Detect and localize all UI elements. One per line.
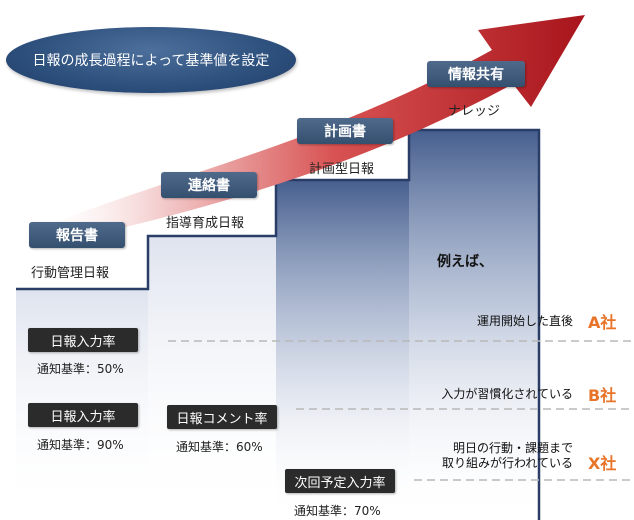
company-x-name: X社 xyxy=(588,454,617,473)
metric-value: 通知基準：90% xyxy=(37,438,124,452)
example-title: 例えば、 xyxy=(437,254,493,270)
company-b-name: B社 xyxy=(588,386,617,405)
stage-sub-contact: 指導育成日報 xyxy=(166,216,245,231)
step-fill-3 xyxy=(276,180,409,520)
title-text: 日報の成長過程によって基準値を設定 xyxy=(32,53,270,69)
stage-sub-share: ナレッジ xyxy=(448,104,501,119)
metric-box: 次回予定入力率 xyxy=(285,469,395,493)
stage-label-text: 情報共有 xyxy=(448,67,504,83)
metric-label: 日報入力率 xyxy=(50,334,116,350)
metric-box: 日報入力率 xyxy=(28,328,138,352)
stage-label-text: 連絡書 xyxy=(188,178,230,194)
company-b-desc: 入力が習慣化されている xyxy=(441,387,573,401)
company-x-desc-line1: 明日の行動・課題まで xyxy=(452,441,573,455)
stage-label-plan: 計画書 xyxy=(297,118,393,144)
title-ellipse: 日報の成長過程によって基準値を設定 xyxy=(6,27,296,93)
company-x-desc: 明日の行動・課題まで 取り組みが行われている xyxy=(442,441,573,471)
stage-label-text: 報告書 xyxy=(56,228,98,244)
step-fill-2 xyxy=(148,236,276,520)
stage-label-contact: 連絡書 xyxy=(161,172,257,198)
metric-label: 次回予定入力率 xyxy=(294,475,386,491)
metric-box: 日報入力率 xyxy=(28,403,138,427)
metric-box: 日報コメント率 xyxy=(167,405,277,429)
stage-sub-plan: 計画型日報 xyxy=(309,162,375,177)
step-fill-4 xyxy=(409,130,539,520)
company-a-name: A社 xyxy=(588,313,617,332)
stage-sub-report: 行動管理日報 xyxy=(31,266,110,281)
metric-value: 通知基準：50% xyxy=(37,362,124,376)
stage-label-share: 情報共有 xyxy=(427,61,525,87)
metric-value: 通知基準：70% xyxy=(294,504,381,518)
company-x-desc-line2: 取り組みが行われている xyxy=(441,456,573,470)
metric-label: 日報入力率 xyxy=(50,409,116,425)
stage-label-report: 報告書 xyxy=(29,222,125,248)
stage-label-text: 計画書 xyxy=(324,124,366,140)
metric-value: 通知基準：60% xyxy=(176,440,263,454)
metric-label: 日報コメント率 xyxy=(176,411,268,427)
company-a-desc: 運用開始した直後 xyxy=(476,314,573,328)
